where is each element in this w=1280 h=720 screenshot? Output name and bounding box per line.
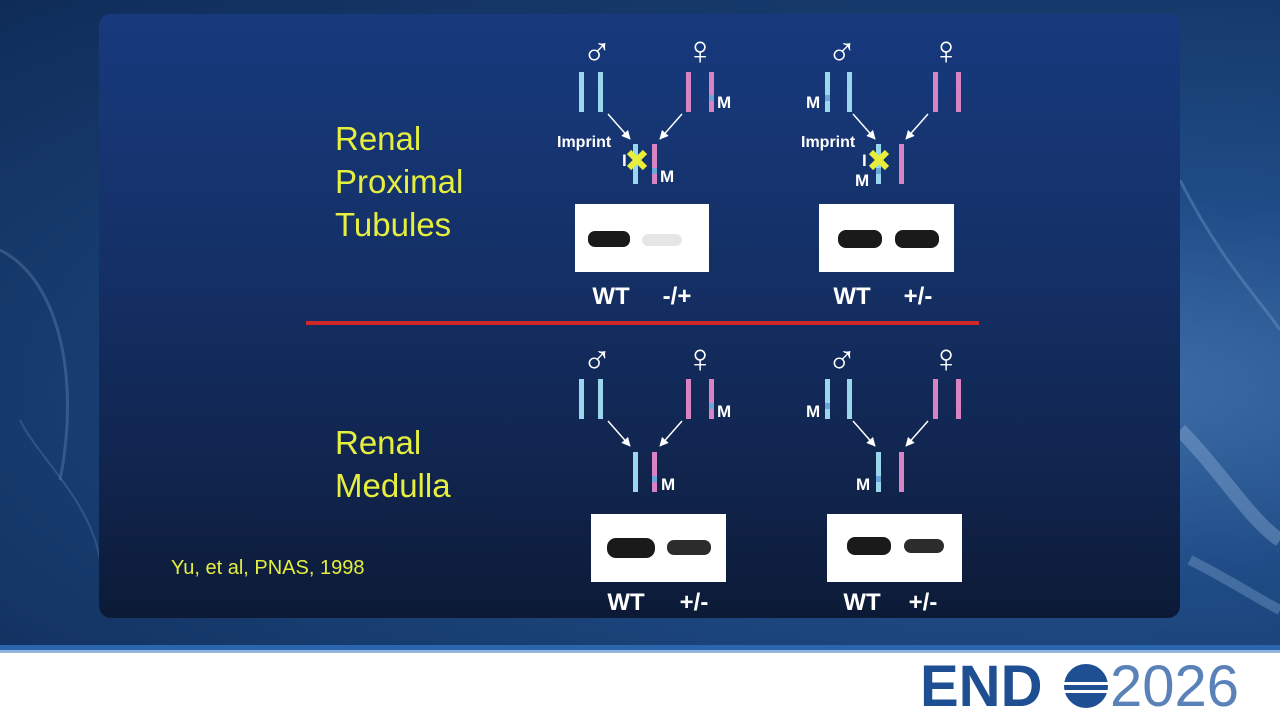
maternal-chromosome (933, 72, 938, 112)
marker-m: M (806, 402, 820, 421)
paternal-chromosome (579, 72, 584, 112)
male-symbol: ♂ (582, 337, 612, 381)
lane-label: WT (592, 283, 630, 310)
label-renal-proximal-tubules: Renal Proximal Tubules (335, 120, 464, 243)
blot-band-faint (642, 234, 682, 246)
female-symbol: ♀ (685, 29, 715, 73)
diagram-medulla-right: ♂ ♀ M M WT +/- (806, 337, 962, 616)
female-symbol: ♀ (931, 337, 961, 381)
lane-label: WT (833, 283, 871, 310)
blot-band (607, 538, 655, 558)
maternal-chromosome (686, 379, 691, 419)
maternal-chromosome (899, 452, 904, 492)
lane-label: -/+ (663, 283, 692, 310)
maternal-chromosome (686, 72, 691, 112)
paternal-chromosome (579, 379, 584, 419)
lane-label: +/- (909, 589, 938, 616)
imprint-x-mark (626, 149, 648, 171)
marker-m: M (855, 171, 869, 190)
logo-text-year: 2026 (1110, 657, 1239, 715)
maternal-chromosome (652, 452, 657, 492)
female-symbol: ♀ (685, 337, 715, 381)
marker-imprint: Imprint (557, 134, 612, 151)
maternal-chromosome (956, 72, 961, 112)
maternal-chromosome (933, 379, 938, 419)
globe-icon (1064, 664, 1108, 708)
blot-band (667, 540, 711, 555)
lane-label: +/- (904, 283, 933, 310)
lane-label: WT (843, 589, 881, 616)
blot-band (847, 537, 891, 555)
maternal-chromosome (899, 144, 904, 184)
female-symbol: ♀ (931, 29, 961, 73)
blot-band (904, 539, 944, 553)
section-divider (306, 321, 979, 325)
mutation-mark (876, 168, 881, 174)
blot-band (838, 230, 882, 248)
mutation-mark (652, 476, 657, 482)
paternal-chromosome (847, 379, 852, 419)
footer-stripe-light (0, 650, 1280, 653)
paternal-chromosome (598, 379, 603, 419)
lane-label: +/- (680, 589, 709, 616)
marker-imprint: Imprint (801, 134, 856, 151)
male-symbol: ♂ (582, 29, 612, 73)
imprint-x-mark (868, 149, 890, 171)
maternal-chromosome (709, 72, 714, 112)
mutation-mark (825, 95, 830, 101)
mutation-mark (709, 95, 714, 101)
paternal-chromosome (633, 452, 638, 492)
male-symbol: ♂ (827, 337, 857, 381)
marker-i: I (622, 151, 627, 170)
marker-m: M (717, 93, 731, 112)
diagram-medulla-left: ♂ ♀ M M WT +/- (579, 337, 731, 616)
marker-m: M (661, 475, 675, 494)
marker-m: M (717, 402, 731, 421)
paternal-chromosome (876, 452, 881, 492)
male-symbol: ♂ (827, 29, 857, 73)
lane-label: WT (607, 589, 645, 616)
endo-logo: END 2026 (920, 657, 1239, 715)
paternal-chromosome (825, 72, 830, 112)
diagram-proximal-left: ♂ ♀ M Imprint I M WT -/+ (557, 29, 731, 310)
paternal-chromosome (825, 379, 830, 419)
mutation-mark (709, 403, 714, 409)
maternal-chromosome (956, 379, 961, 419)
paternal-chromosome (598, 72, 603, 112)
paternal-chromosome (847, 72, 852, 112)
mutation-mark (876, 476, 881, 482)
maternal-chromosome (709, 379, 714, 419)
marker-m: M (806, 93, 820, 112)
slide-panel: Renal Proximal Tubules Renal Medulla Yu,… (99, 14, 1180, 618)
mutation-mark (652, 168, 657, 174)
logo-text-end: END (920, 657, 1042, 715)
blot-band (895, 230, 939, 248)
maternal-chromosome (652, 144, 657, 184)
background-veins (0, 179, 1280, 615)
citation: Yu, et al, PNAS, 1998 (171, 557, 365, 579)
label-renal-medulla: Renal Medulla (335, 424, 451, 504)
marker-m: M (856, 475, 870, 494)
marker-i: I (862, 151, 867, 170)
blot-band (588, 231, 630, 247)
mutation-mark (825, 403, 830, 409)
footer-stripe (0, 645, 1280, 650)
marker-m: M (660, 167, 674, 186)
diagram-proximal-right: ♂ ♀ M Imprint I M WT +/- (801, 29, 961, 310)
diagram: ♂ ♀ M Imprint I M WT -/+ ♂ ♀ (306, 29, 979, 616)
